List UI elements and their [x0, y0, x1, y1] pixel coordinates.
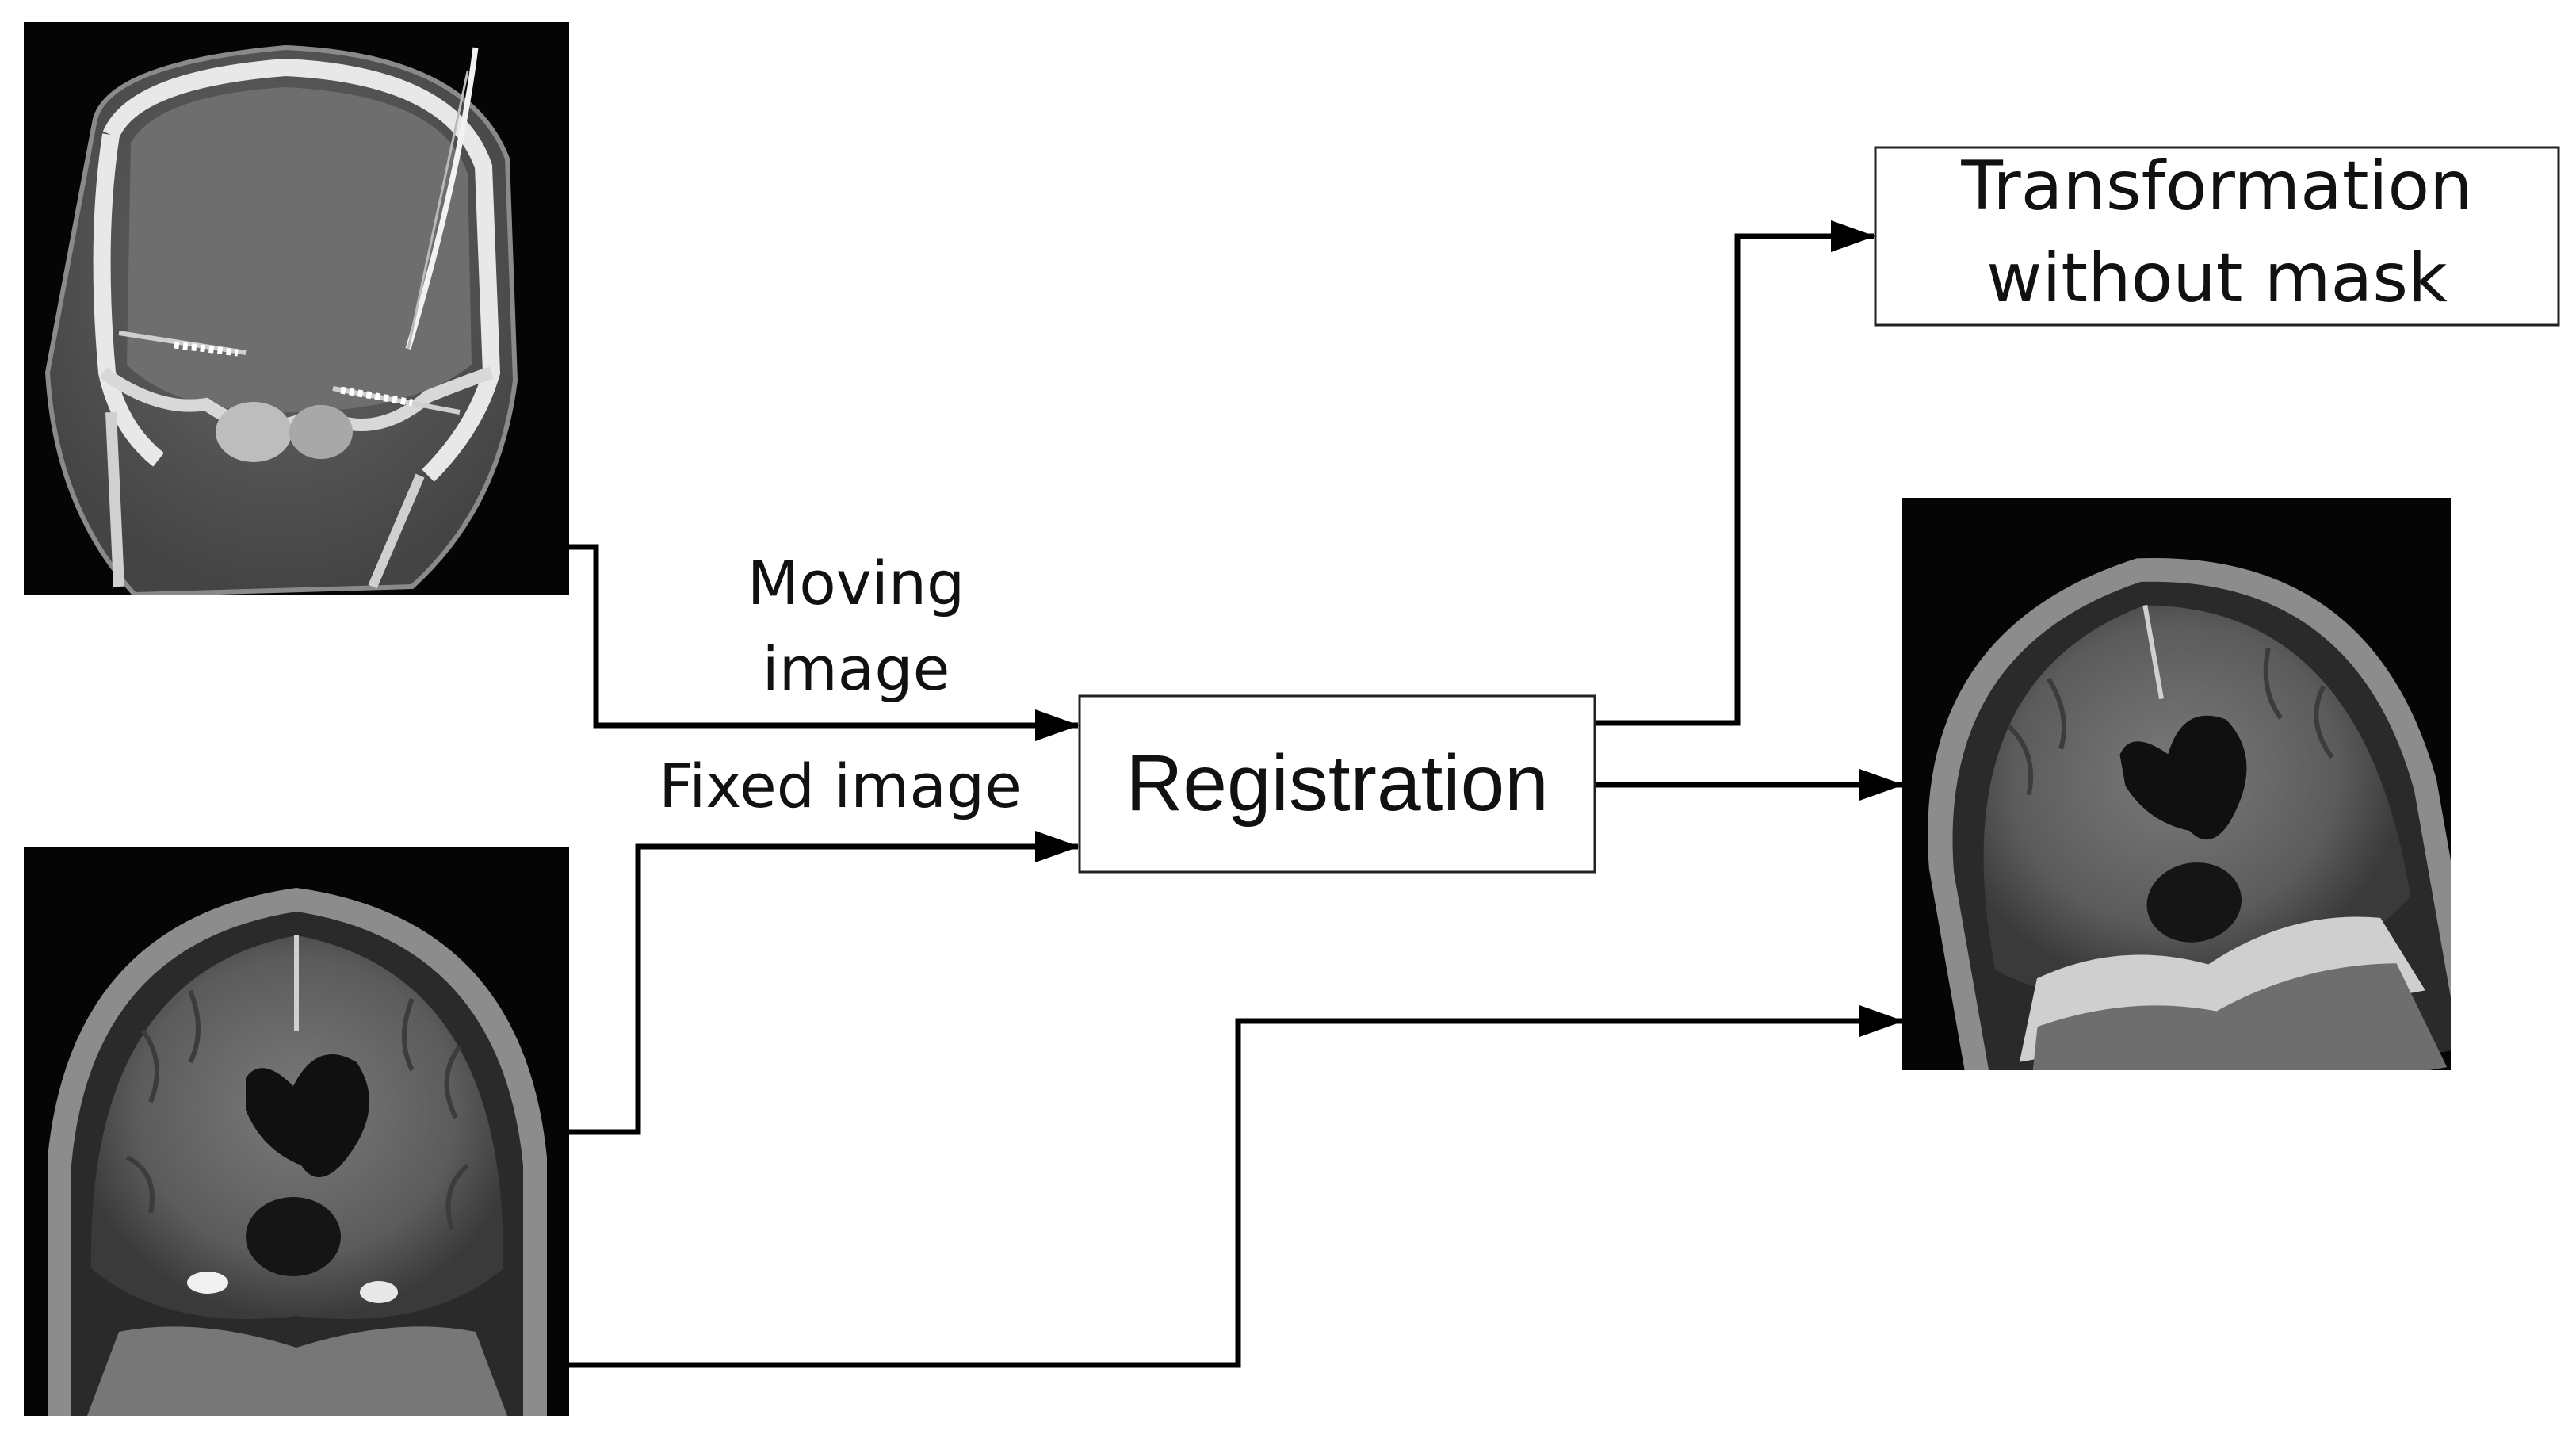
transformation-box: Transformation without mask: [1874, 146, 2560, 327]
mri-fixed-image: [24, 847, 569, 1416]
transformation-arrow: [1595, 220, 1875, 726]
fixed-image-label: Fixed image: [659, 751, 1022, 821]
fixed-to-output-arrow: [569, 1005, 1904, 1368]
registered-mri-image: [1902, 498, 2451, 1070]
registration-label: Registration: [1126, 739, 1549, 828]
moving-image-arrow: [569, 544, 1080, 741]
moving-image-label-line2: image: [762, 633, 950, 704]
connector-lines: [569, 220, 1904, 1368]
fixed-image-arrow: [569, 831, 1080, 1135]
registration-box: Registration: [1078, 694, 1596, 874]
transformation-label-line2: without mask: [1986, 239, 2448, 318]
ct-scan-image: [24, 22, 569, 595]
moving-image-label-line1: Moving: [747, 548, 965, 618]
transformation-label-line1: Transformation: [1960, 147, 2472, 226]
